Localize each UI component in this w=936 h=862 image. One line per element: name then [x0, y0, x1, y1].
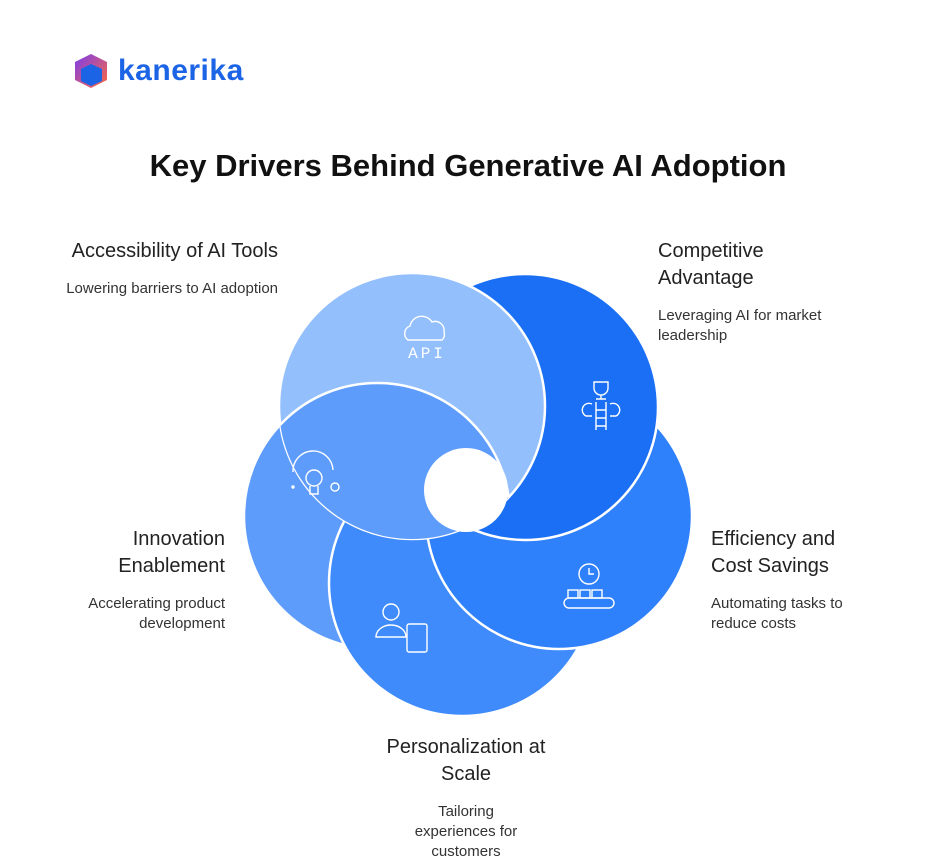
driver-desc: Tailoring experiences for customers — [414, 803, 518, 860]
person-device-icon — [375, 603, 428, 653]
driver-personalization: Personalization at Scale Tailoring exper… — [346, 734, 586, 862]
driver-desc: Lowering barriers to AI adoption — [66, 280, 278, 297]
driver-innovation: Innovation Enablement Accelerating produ… — [25, 526, 225, 634]
driver-title: Innovation Enablement — [118, 528, 225, 577]
center-hole — [424, 448, 508, 532]
driver-title: Accessibility of AI Tools — [71, 240, 278, 262]
driver-efficiency: Efficiency and Cost Savings Automating t… — [711, 526, 871, 634]
driver-desc: Accelerating product development — [88, 595, 225, 632]
driver-competitive: Competitive Advantage Leveraging AI for … — [658, 238, 858, 346]
lightbulb-icon — [291, 450, 340, 495]
trophy-ladder-icon — [581, 381, 621, 430]
driver-desc: Automating tasks to reduce costs — [711, 595, 843, 632]
brand-logo: kanerika — [72, 52, 244, 90]
cloud-api-icon: API — [404, 315, 446, 363]
driver-title: Efficiency and Cost Savings — [711, 528, 836, 577]
driver-desc: Leveraging AI for market leadership — [658, 307, 822, 344]
brand-name: kanerika — [118, 54, 244, 87]
clock-conveyor-icon — [563, 563, 615, 609]
svg-text:API: API — [408, 345, 446, 363]
driver-title: Personalization at Scale — [386, 736, 546, 785]
cube-logo-icon — [75, 54, 107, 88]
driver-accessibility: Accessibility of AI Tools Lowering barri… — [38, 238, 278, 299]
driver-title: Competitive Advantage — [658, 240, 764, 289]
page-title: Key Drivers Behind Generative AI Adoptio… — [149, 148, 787, 183]
